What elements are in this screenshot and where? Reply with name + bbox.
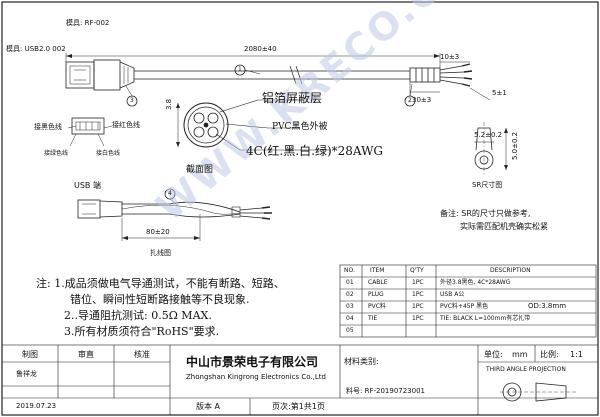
balloon-2-number: 2 [408, 97, 412, 104]
bom-header-description: DESCRIPTION [490, 267, 531, 274]
green-wire-label: 接绿色线 [44, 150, 69, 157]
material-label: 材料类别: [344, 357, 379, 366]
projection-label: THIRD ANGLE PROJECTION [486, 366, 566, 373]
shield-label: 铝箔屏蔽层 [262, 91, 323, 105]
scale-value: 1:1 [570, 350, 583, 359]
wire-spec-label: 4C(红.黑.白.绿)*28AWG [246, 144, 383, 158]
bom-header-qty: Q'TY [410, 267, 424, 274]
third-angle-projection-symbol [500, 382, 576, 402]
bom-table-grid [339, 264, 597, 338]
bom-row-4-no: 04 [346, 315, 354, 322]
length-dimension: 2080±40 [244, 45, 277, 53]
company-name-cn: 中山市景荣电子有限公司 [186, 355, 319, 369]
company-name-en: Zhongshan Kingrong Electronics Co.,Ltd [186, 373, 326, 381]
bom-row-3-description: PVC料+45P 黑色 [440, 303, 489, 310]
diameter-dimension: 3.8 [165, 98, 173, 110]
bom-row-4-item: TIE [368, 315, 378, 322]
unit-label: 单位: [484, 350, 503, 359]
bom-row-3-od: OD:3.8mm [528, 302, 567, 310]
sr-dimension-view [474, 122, 494, 176]
title-block-grid [1, 344, 599, 416]
red-wire-label: 接红色线 [112, 121, 140, 129]
white-wire-label: 接白色线 [96, 150, 121, 157]
drawing-date: 2019.07.23 [16, 402, 57, 410]
connector-face-view [71, 117, 105, 135]
sr-note-line-2: 实际需匹配机壳确实松紧 [460, 222, 548, 231]
pin-length-dimension: 5±1 [492, 89, 507, 97]
section-caption: 截面图 [186, 165, 214, 175]
usb-plug-top-view [65, 59, 135, 91]
sr-height-dimension: 5.0±0.2 [511, 131, 519, 160]
strip-length-dimension: 30±3 [412, 96, 432, 104]
sr-view-caption: SR尺寸图 [472, 181, 503, 189]
bom-row-2-description: USB A公 [440, 291, 465, 298]
balloon-4-number: 4 [168, 190, 172, 197]
note-line-2: 错位、瞬间性短断路接触等不良现象. [70, 293, 250, 306]
usb-end-tie-view [77, 199, 272, 220]
balloon-1-number: 1 [238, 66, 242, 73]
usb-end-caption: USB 端 [74, 181, 101, 190]
sr-width-dimension: 5.2±0.2 [474, 131, 503, 139]
scale-label: 比例: [540, 350, 559, 359]
bom-row-4-qty: 1PC [412, 315, 424, 322]
bom-row-4-description: TIE: BLACK L=100mm有芯扎带 [440, 315, 531, 322]
bom-header-item: ITEM [370, 267, 385, 274]
mold-label: 模具: RF-002 [66, 19, 110, 27]
bom-row-1-qty: 1PC [412, 279, 424, 286]
black-wire-label: 接黑色线 [34, 123, 62, 131]
bom-row-3-item: PVC料 [368, 303, 386, 310]
balloon-3-number: 3 [130, 97, 134, 104]
approve-label: 核准 [134, 350, 150, 359]
bom-header-no: NO. [344, 267, 355, 274]
end-length-dimension: 10±3 [440, 53, 460, 61]
bom-row-1-no: 01 [346, 279, 354, 286]
bom-row-2-item: PLUG [368, 291, 384, 298]
drawer-name: 鲁祥龙 [16, 370, 37, 378]
bom-row-3-no: 03 [346, 303, 354, 310]
jacket-label: PVC黑色外被 [272, 122, 328, 132]
bom-row-3-qty: 1PC [412, 303, 424, 310]
bom-row-5-no: 05 [346, 327, 354, 334]
bom-row-2-qty: 1PC [412, 291, 424, 298]
bom-row-1-description: 外径3.8黑色, 4C*28AWG [440, 279, 511, 286]
tie-length-dimension: 80±20 [146, 228, 170, 236]
usb-mold-label: 模具: USB2.0 002 [6, 45, 66, 53]
draw-label: 制图 [22, 350, 38, 359]
tie-view-caption: 扎线图 [150, 249, 171, 257]
version-label: 版本 A [196, 402, 221, 411]
sr-note-line-1: 备注: SR的尺寸只做参考, [440, 209, 531, 218]
bom-row-2-no: 02 [346, 291, 354, 298]
note-line-1: 注: 1.成品须做电气导通测试，不能有断路、短路、 [36, 277, 285, 290]
note-line-4: 3.所有材质须符合"RoHS"要求. [64, 325, 220, 338]
part-number: 料号: RF-20190723001 [346, 387, 425, 395]
unit-value: mm [512, 350, 528, 359]
bom-row-1-item: CABLE [368, 279, 388, 286]
cross-section-view [183, 102, 229, 148]
page-count: 页次:第1共1页 [272, 402, 325, 411]
note-line-3: 2..导通阻抗测试: 0.5Ω MAX. [64, 309, 212, 322]
cable-end-strain-relief [409, 63, 473, 87]
review-label: 审直 [78, 350, 94, 359]
